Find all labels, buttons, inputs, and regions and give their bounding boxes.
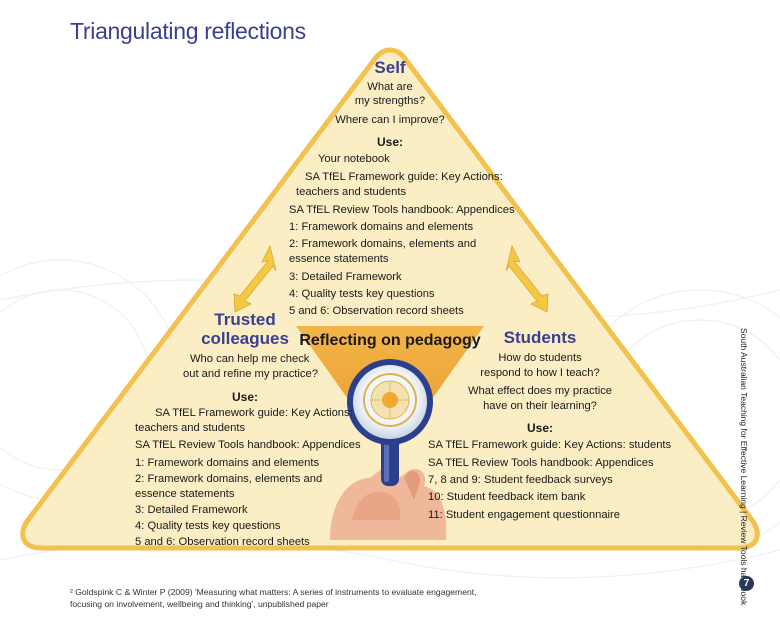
students-item-appendix-11: 11: Student engagement questionnaire xyxy=(428,509,620,521)
students-item-framework-guide: SA TfEL Framework guide: Key Actions: st… xyxy=(428,439,672,451)
self-item-appendix-2: 2: Framework domains, elements and xyxy=(289,238,477,250)
footnote-line-2: focusing on involvement, wellbeing and t… xyxy=(70,599,329,609)
side-running-title: South Australian Teaching for Effective … xyxy=(739,328,749,606)
colleagues-item-appendix-2: 2: Framework domains, elements and xyxy=(135,473,323,485)
self-use-label: Use: xyxy=(376,135,403,149)
magnifier-handle xyxy=(381,436,399,486)
self-item-framework-guide: SA TfEL Framework guide: Key Actions: xyxy=(305,171,503,183)
colleagues-heading-line-1: Trusted xyxy=(214,310,276,329)
colleagues-question-line-2: out and refine my practice? xyxy=(183,368,318,380)
colleagues-heading-line-2: colleagues xyxy=(201,329,289,348)
colleagues-use-label: Use: xyxy=(231,390,258,404)
self-heading: Self xyxy=(374,58,406,77)
self-item-notebook: Your notebook xyxy=(318,153,390,165)
self-item-appendix-4: 4: Quality tests key questions xyxy=(289,288,435,300)
page-title: Triangulating reflections xyxy=(70,18,306,44)
students-item-appendix-10: 10: Student feedback item bank xyxy=(428,491,586,503)
hands-illustration xyxy=(330,466,447,540)
students-question-line-1: How do students xyxy=(498,352,582,364)
self-item-appendix-5-6: 5 and 6: Observation record sheets xyxy=(289,305,464,317)
self-item-appendix-3: 3: Detailed Framework xyxy=(289,271,402,283)
center-label: Reflecting on pedagogy xyxy=(299,332,481,349)
students-use-label: Use: xyxy=(526,421,553,435)
page-number: 7 xyxy=(739,576,754,591)
students-question-line-2: respond to how I teach? xyxy=(480,367,600,379)
self-item-review-tools: SA TfEL Review Tools handbook: Appendice… xyxy=(289,204,515,216)
self-item-appendix-2-cont: essence statements xyxy=(289,253,389,265)
self-question-line-1: What are xyxy=(367,81,413,93)
colleagues-item-appendix-4: 4: Quality tests key questions xyxy=(135,520,281,532)
students-heading: Students xyxy=(503,328,577,347)
colleagues-item-appendix-3: 3: Detailed Framework xyxy=(135,504,248,516)
self-question-line-2: my strengths? xyxy=(354,95,426,107)
students-question-line-4: have on their learning? xyxy=(483,400,597,412)
outer-triangle xyxy=(20,47,760,551)
footnote-line-1: ² Goldspink C & Winter P (2009) 'Measuri… xyxy=(70,587,477,597)
self-item-framework-guide-cont: teachers and students xyxy=(296,186,407,198)
colleagues-item-appendix-1: 1: Framework domains and elements xyxy=(135,457,320,469)
colleagues-item-appendix-2-cont: essence statements xyxy=(135,488,235,500)
students-item-appendix-7-9: 7, 8 and 9: Student feedback surveys xyxy=(428,474,613,486)
self-item-appendix-1: 1: Framework domains and elements xyxy=(289,221,474,233)
magnifying-glass-icon xyxy=(347,359,433,445)
colleagues-question-line-1: Who can help me check xyxy=(190,353,310,365)
colleagues-item-framework-guide: SA TfEL Framework guide: Key Actions: xyxy=(155,407,353,419)
footnote: ² Goldspink C & Winter P (2009) 'Measuri… xyxy=(70,586,477,610)
arrow-self-students xyxy=(505,244,549,313)
students-item-review-tools: SA TfEL Review Tools handbook: Appendice… xyxy=(428,457,654,469)
self-question-line-3: Where can I improve? xyxy=(335,114,445,126)
colleagues-item-appendix-5-6: 5 and 6: Observation record sheets xyxy=(135,536,310,548)
arrow-self-colleagues xyxy=(233,244,277,313)
colleagues-item-framework-guide-cont: teachers and students xyxy=(135,422,246,434)
colleagues-item-review-tools: SA TfEL Review Tools handbook: Appendice… xyxy=(135,439,361,451)
students-question-line-3: What effect does my practice xyxy=(467,385,613,397)
